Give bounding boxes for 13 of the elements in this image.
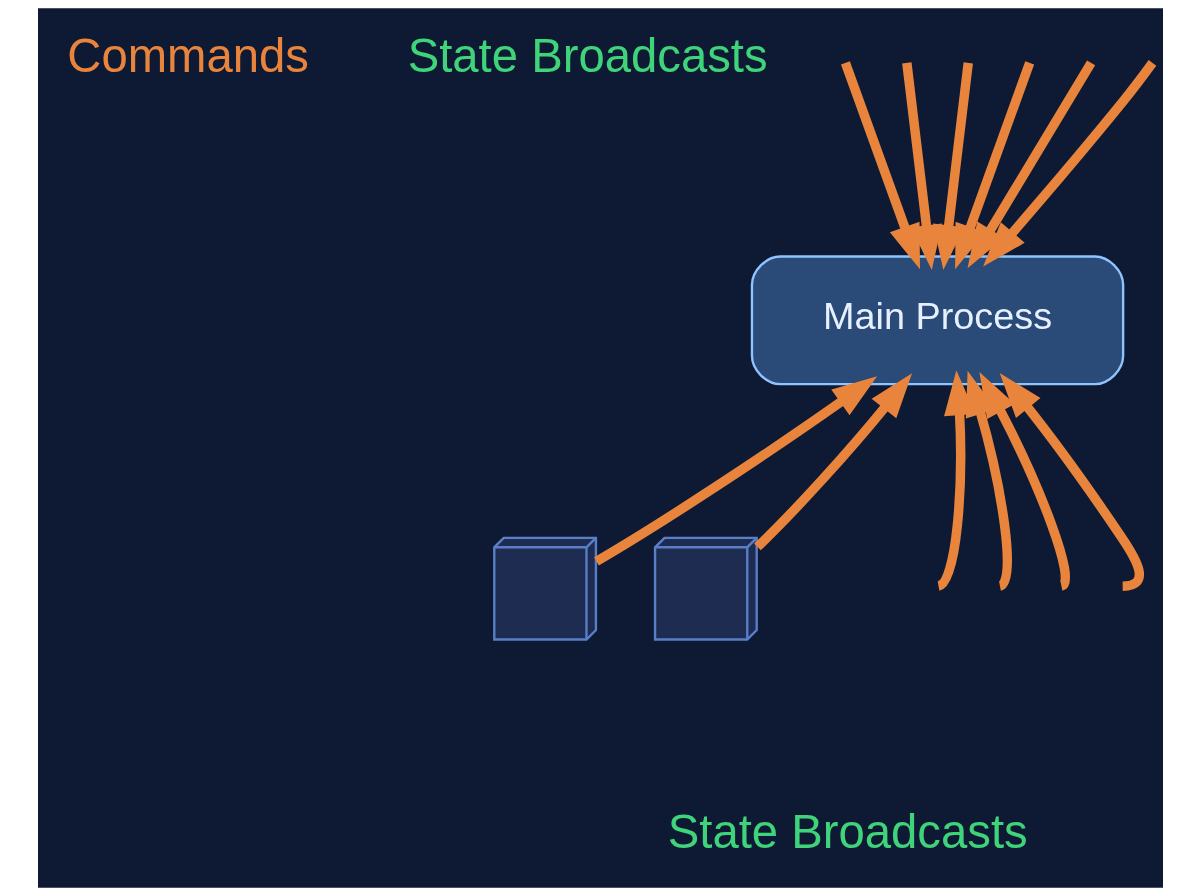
arrow <box>965 370 1070 590</box>
label: State Broadcasts <box>667 804 1028 858</box>
arrow <box>943 370 1015 590</box>
arrow <box>593 376 877 566</box>
node-box: Main Process <box>750 255 1124 386</box>
label: State Broadcasts <box>407 29 768 83</box>
arrow <box>982 60 1156 267</box>
arrow <box>999 373 1144 591</box>
label: Commands <box>66 29 309 83</box>
arrow <box>932 61 1034 271</box>
arrow <box>840 61 942 271</box>
arrow <box>954 60 1095 270</box>
arrow <box>753 373 912 551</box>
